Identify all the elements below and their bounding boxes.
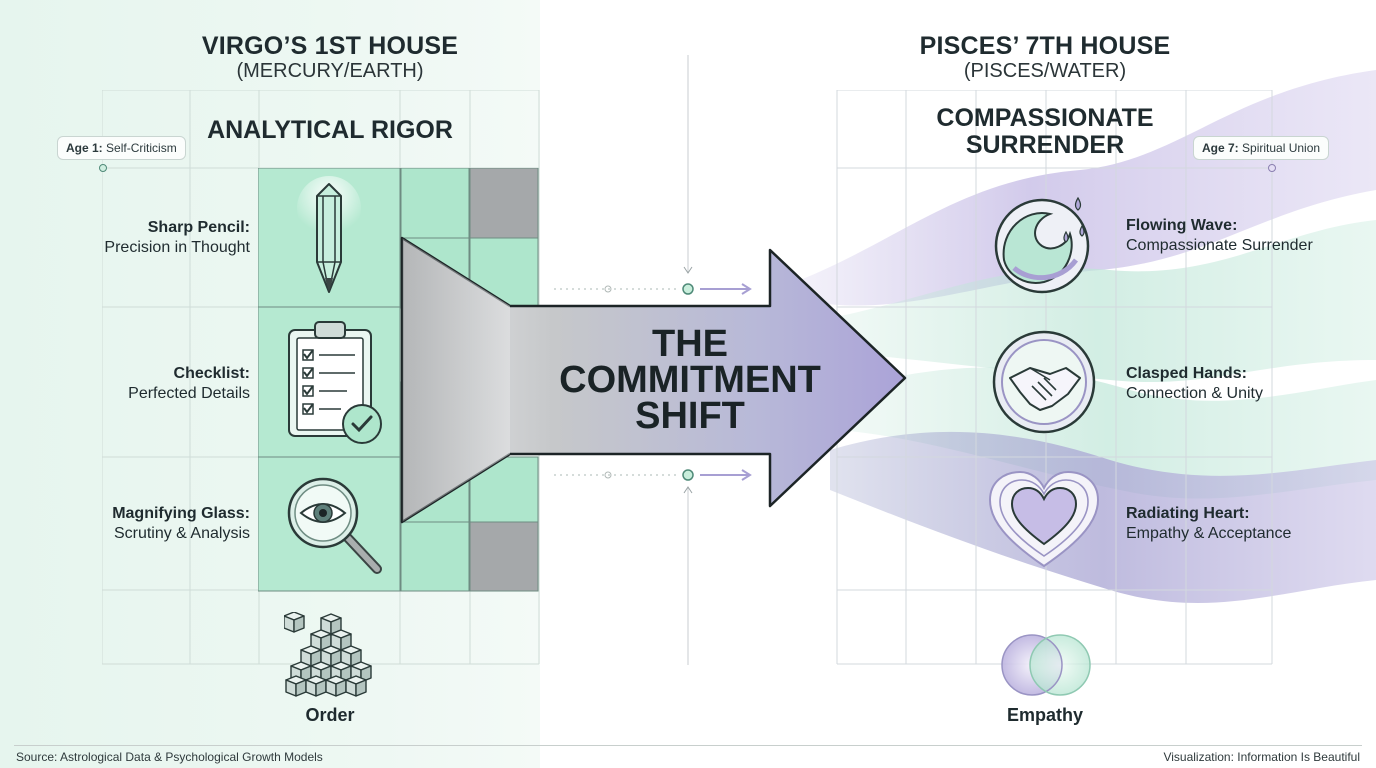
cube-pyramid-icon: [284, 612, 372, 697]
venn-circles-icon: [1001, 634, 1091, 696]
right-theme-line-2: SURRENDER: [965, 131, 1125, 159]
footer-source: Source: Astrological Data & Psychologica…: [16, 750, 323, 764]
center-guides: [554, 55, 752, 665]
arrow-text-line-2: COMMITMENT: [559, 359, 821, 401]
left-item-3-desc: Scrutiny & Analysis: [113, 525, 250, 542]
left-bottom-label: Order: [305, 705, 355, 725]
left-timeline-dot: [99, 164, 107, 172]
left-item-2-label: Checklist: Perfected Details: [50, 364, 250, 404]
left-theme: ANALYTICAL RIGOR: [207, 116, 453, 144]
right-age-badge: Age 7: Spiritual Union: [1193, 136, 1330, 160]
arrow-text-line-3: SHIFT: [635, 395, 745, 437]
crystal-pencil-icon: [297, 176, 361, 293]
right-item-2-desc: Connection & Unity: [1126, 385, 1263, 402]
right-theme: COMPASSIONATE SURRENDER: [900, 105, 1190, 159]
right-item-3-desc: Empathy & Acceptance: [1126, 525, 1292, 542]
left-item-3-title: Magnifying Glass:: [112, 505, 250, 522]
left-subtitle: (MERCURY/EARTH): [236, 60, 424, 82]
left-age-badge: Age 1: Self-Criticism: [57, 136, 186, 160]
footer-credit: Visualization: Information Is Beautiful: [1163, 750, 1360, 764]
right-theme-line-1: COMPASSIONATE: [936, 104, 1154, 132]
left-item-1-desc: Precision in Thought: [104, 239, 250, 256]
clipboard-checklist-icon: [288, 321, 382, 444]
footer-divider: [14, 745, 1362, 746]
left-item-2-desc: Perfected Details: [128, 385, 250, 402]
right-grid: [836, 90, 1273, 665]
left-item-1-title: Sharp Pencil:: [147, 219, 250, 236]
left-badge-label: Age 1:: [66, 141, 103, 155]
commitment-shift-arrow: [400, 236, 907, 524]
left-item-2-title: Checklist:: [173, 365, 250, 382]
right-timeline-dot: [1268, 164, 1276, 172]
right-item-1-desc: Compassionate Surrender: [1126, 237, 1313, 254]
right-subtitle: (PISCES/WATER): [963, 60, 1127, 82]
right-item-1-title: Flowing Wave:: [1126, 217, 1238, 234]
arrow-text-line-1: THE: [652, 323, 728, 365]
magnifying-eye-icon: [287, 477, 382, 574]
right-item-2-label: Clasped Hands: Connection & Unity: [1126, 364, 1346, 404]
left-badge-text: Self-Criticism: [106, 141, 177, 155]
right-badge-text: Spiritual Union: [1242, 141, 1321, 155]
wave-icon: [994, 196, 1090, 294]
clasped-hands-icon: [992, 330, 1096, 434]
left-item-3-label: Magnifying Glass: Scrutiny & Analysis: [50, 504, 250, 544]
right-item-3-label: Radiating Heart: Empathy & Acceptance: [1126, 504, 1346, 544]
watercolor-flows: [800, 70, 1376, 603]
right-item-1-label: Flowing Wave: Compassionate Surrender: [1126, 216, 1346, 256]
right-item-2-title: Clasped Hands:: [1126, 365, 1247, 382]
right-title: PISCES’ 7TH HOUSE: [919, 32, 1171, 60]
left-title: VIRGO’S 1ST HOUSE: [201, 32, 459, 60]
right-badge-label: Age 7:: [1202, 141, 1239, 155]
heart-icon: [988, 470, 1100, 568]
left-item-1-label: Sharp Pencil: Precision in Thought: [50, 218, 250, 258]
right-bottom-label: Empathy: [1006, 705, 1084, 725]
right-item-3-title: Radiating Heart:: [1126, 505, 1250, 522]
arrow-text: THE COMMITMENT SHIFT: [520, 323, 860, 437]
